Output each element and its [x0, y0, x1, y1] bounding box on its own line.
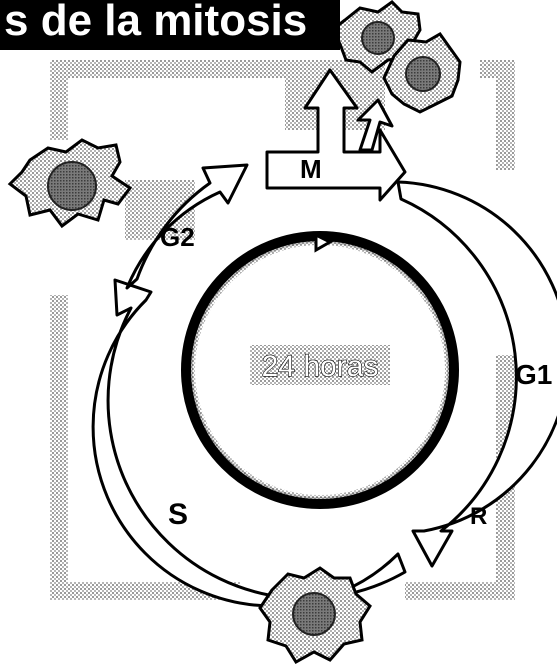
phase-label-g1: G1 — [515, 359, 552, 390]
cell-g2 — [10, 140, 130, 226]
center-label: 24 horas — [262, 350, 379, 383]
cell-g1 — [260, 568, 370, 662]
s-arrow — [93, 280, 405, 606]
phase-label-r: R — [470, 503, 487, 530]
page-title: s de la mitosis — [4, 0, 307, 46]
phase-label-g2: G2 — [160, 222, 195, 252]
title-bar: s de la mitosis — [0, 0, 340, 50]
phase-label-s: S — [168, 498, 188, 531]
phase-label-m: M — [300, 154, 322, 184]
